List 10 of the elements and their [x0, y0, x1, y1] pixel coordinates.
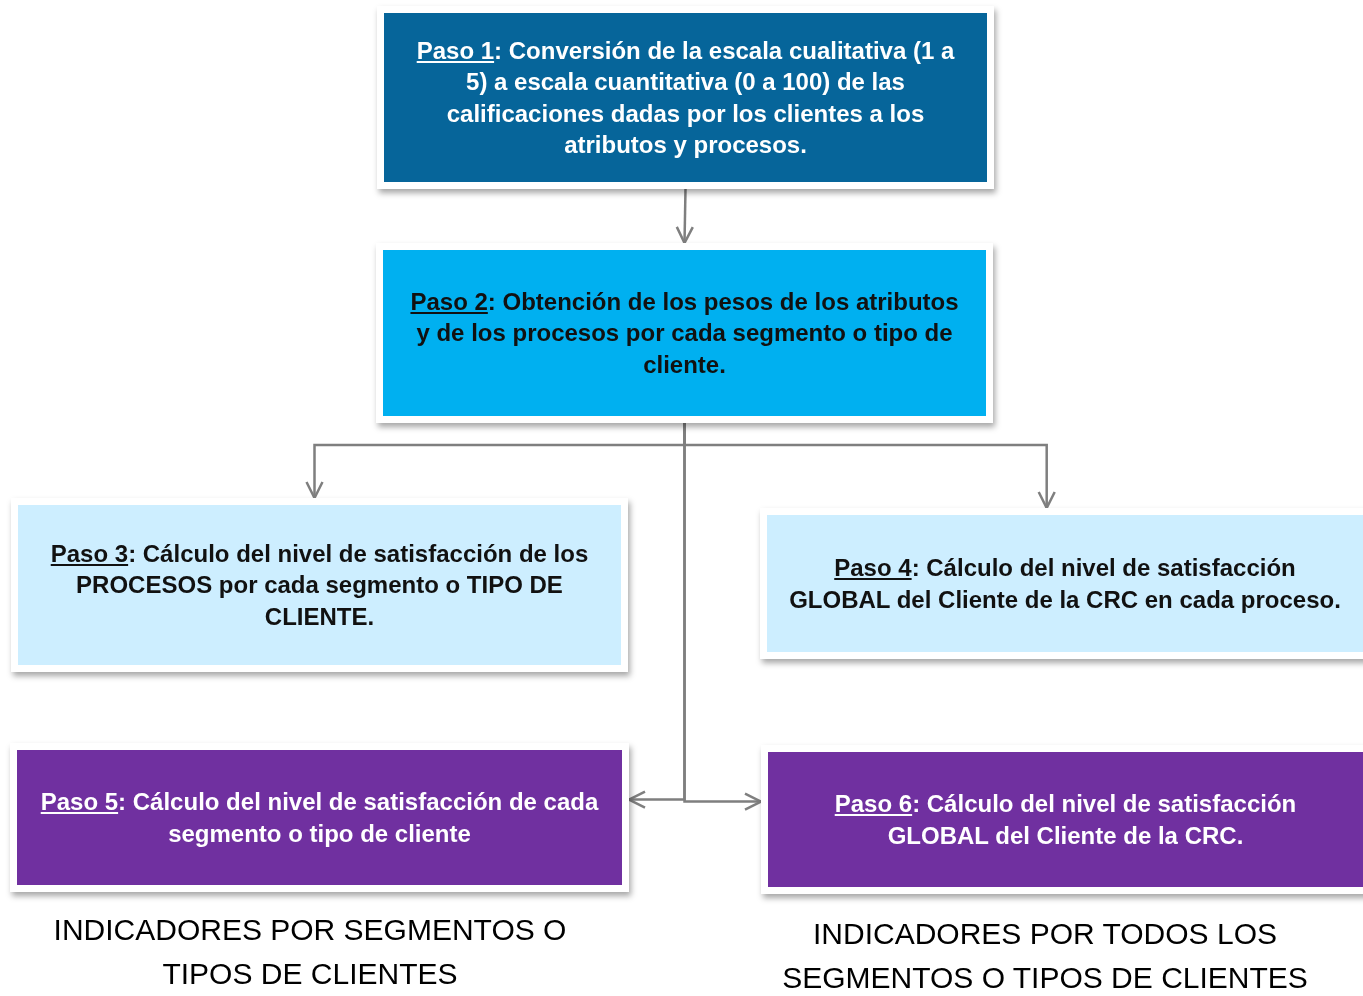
step-text: Paso 5: Cálculo del nivel de satisfacción de cada segmento o tipo de cliente	[39, 787, 600, 849]
indicator-caption: INDICADORES POR SEGMENTOS O TIPOS DE CLIENTES	[52, 912, 568, 992]
step-text: Paso 1: Conversión de la escala cualitativa (1 a 5) a escala cuantitativa (0 a 100) de las calificaciones dadas por los clientes a los atributos y procesos.	[415, 36, 956, 160]
step-text: Paso 6: Cálculo del nivel de satisfacción GLOBAL del Cliente de la CRC.	[833, 789, 1298, 851]
step-text: Paso 2: Obtención de los pesos de los atributos y de los procesos por cada segmento o tipo de cliente.	[409, 287, 960, 380]
indicator-caption: INDICADORES POR TODOS LOS SEGMENTOS O TIPOS DE CLIENTES	[781, 916, 1309, 996]
step-text: Paso 4: Cálculo del nivel de satisfacción GLOBAL del Cliente de la CRC en cada proceso.	[788, 553, 1342, 615]
step-text: Paso 3: Cálculo del nivel de satisfacción de los PROCESOS por cada segmento o TIPO DE CLIENTE.	[49, 539, 590, 632]
connector-arrow	[675, 188, 695, 245]
connector-arrow	[683, 423, 763, 811]
